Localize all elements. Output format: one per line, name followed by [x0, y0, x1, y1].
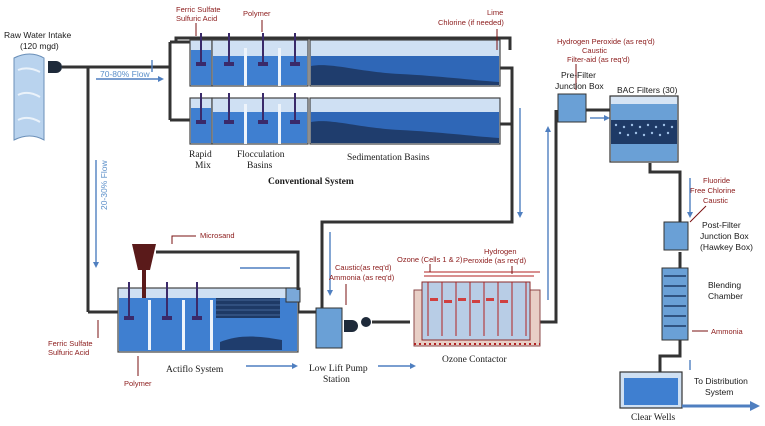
postfilter-label-line3: (Hawkey Box): [700, 242, 753, 252]
lime-label-line2: Chlorine (if needed): [438, 18, 504, 27]
prefilter-label-line2: Junction Box: [555, 81, 604, 91]
polymer-bottom-label: Polymer: [124, 379, 152, 388]
postfilter-label-line1: Post-Filter: [702, 220, 741, 230]
actiflo-system: [117, 244, 301, 353]
flow-main-label: 70-80% Flow: [100, 69, 150, 79]
caustic-ammonia-label-line1: Caustic(as req'd): [335, 263, 392, 272]
raw-intake-label-line2: (120 mgd): [20, 41, 59, 51]
ozone-contactor-label: Ozone Contactor: [442, 355, 507, 365]
distribution-label-line1: To Distribution: [694, 376, 748, 386]
clear-wells-label: Clear Wells: [631, 413, 675, 423]
flow-side-label: 20-30% Flow: [99, 160, 109, 210]
raw-intake-label-line1: Raw Water Intake: [4, 30, 72, 40]
prefilter-label-line1: Pre-Filter: [561, 70, 596, 80]
postfilter-chem-line3: Caustic: [703, 196, 728, 205]
flow-arrows: [93, 60, 693, 370]
bac-filters: [609, 95, 679, 163]
ferric-bottom-label-line2: Sulfuric Acid: [48, 348, 89, 357]
conventional-system-label: Conventional System: [268, 177, 354, 187]
prefilter-junction-box: [557, 93, 587, 123]
low-lift-label-line1: Low Lift Pump: [309, 363, 368, 374]
piping: [62, 36, 682, 372]
prefilter-chem-line2: Caustic: [582, 46, 607, 55]
flocculation-label-line1: Flocculation: [237, 150, 285, 160]
rapid-mix-label-line2: Mix: [195, 161, 211, 171]
blending-chamber: [661, 267, 689, 341]
rapid-mix-label-line1: Rapid: [189, 150, 212, 160]
postfilter-junction-box: [663, 221, 689, 251]
low-lift-label-line2: Station: [323, 375, 350, 385]
postfilter-label-line2: Junction Box: [700, 231, 749, 241]
ferric-top-label-line1: Ferric Sulfate: [176, 5, 221, 14]
postfilter-chem-line2: Free Chlorine: [690, 186, 735, 195]
clear-wells: [619, 371, 683, 409]
distribution-label-line2: System: [705, 387, 733, 397]
ferric-bottom-label-line1: Ferric Sulfate: [48, 339, 93, 348]
microsand-label: Microsand: [200, 231, 235, 240]
caustic-ammonia-label-line2: Ammonia (as req'd): [329, 273, 395, 282]
ammonia-label: Ammonia: [711, 327, 744, 336]
prefilter-chem-line1: Hydrogen Peroxide (as req'd): [557, 37, 655, 46]
hydrogen-peroxide-label-line2: Peroxide (as req'd): [463, 256, 527, 265]
actiflo-label: Actiflo System: [166, 364, 224, 375]
hydrogen-peroxide-label-line1: Hydrogen: [484, 247, 517, 256]
polymer-top-label: Polymer: [243, 9, 271, 18]
prefilter-chem-line3: Filter-aid (as req'd): [567, 55, 630, 64]
blending-label-line1: Blending: [708, 280, 741, 290]
conventional-system: [189, 33, 501, 145]
postfilter-chem-line1: Fluoride: [703, 176, 730, 185]
lime-label-line1: Lime: [487, 8, 503, 17]
ozone-contactor: [413, 271, 541, 347]
ozone-cells-label: Ozone (Cells 1 & 2): [397, 255, 463, 264]
low-lift-pump-station: [315, 307, 371, 349]
sedimentation-label: Sedimentation Basins: [347, 153, 430, 163]
flocculation-label-line2: Basins: [247, 161, 273, 171]
ferric-top-label-line2: Sulfuric Acid: [176, 14, 217, 23]
raw-water-intake: Raw Water Intake (120 mgd): [4, 30, 72, 141]
bac-filters-label: BAC Filters (30): [617, 85, 678, 95]
blending-label-line2: Chamber: [708, 291, 743, 301]
